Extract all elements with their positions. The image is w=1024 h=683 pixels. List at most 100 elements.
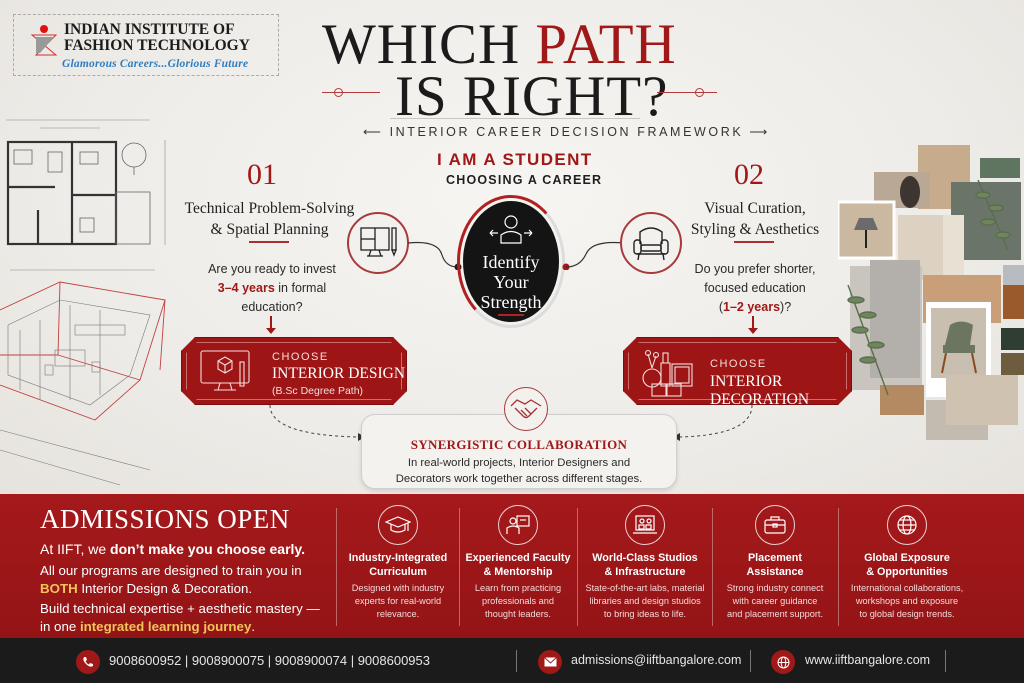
admissions-text: in one integrated learning journey. <box>40 618 320 636</box>
title-highlight: PATH <box>535 13 677 76</box>
feature-desc-line: International collaborations, <box>850 583 964 593</box>
iift-logo-mark-icon <box>30 25 58 56</box>
choose-label: CHOOSE <box>272 351 329 363</box>
divider <box>336 508 337 626</box>
path-2-title-line1: Visual Curation, <box>704 200 806 217</box>
phone-icon <box>76 650 100 674</box>
admissions-text: Build technical expertise + aesthetic ma… <box>40 601 320 616</box>
admissions-highlight: BOTH <box>40 581 78 596</box>
identify-strength-hub[interactable]: Identify Your Strength <box>463 201 559 322</box>
feature-global-exposure: Global Exposure& Opportunities Internati… <box>842 505 972 621</box>
collaboration-line: Decorators work together across differen… <box>395 473 643 485</box>
feature-desc-line: workshops and exposure <box>855 596 959 606</box>
studio-laptop-icon <box>625 505 665 545</box>
divider <box>712 508 713 626</box>
admissions-text: Interior Design & Decoration. <box>77 581 253 596</box>
hub-line: Your <box>493 272 529 292</box>
feature-desc-line: Designed with industry <box>351 583 445 593</box>
divider <box>838 508 839 626</box>
briefcase-icon <box>755 505 795 545</box>
collaboration-heading: SYNERGISTIC COLLABORATION <box>410 437 628 452</box>
phone-numbers-link[interactable]: 9008600952 | 9008900075 | 9008900074 | 9… <box>109 653 431 668</box>
admissions-heading: ADMISSIONS OPEN <box>40 504 290 534</box>
path-1-question: Are you ready to invest 3–4 years in for… <box>192 260 352 317</box>
feature-desc-line: to bring ideas to life. <box>603 609 687 619</box>
path-1-title-line1: Technical Problem-Solving <box>184 200 355 217</box>
question-line: Do you prefer shorter, <box>694 262 816 276</box>
feature-desc-line: with career guidance <box>732 596 818 606</box>
hub-line: Identify <box>482 252 540 272</box>
cube-monitor-icon <box>198 348 252 398</box>
feature-title-line: & Opportunities <box>866 566 948 578</box>
path-1-number: 01 <box>247 158 277 191</box>
path-1-icon-circle <box>347 212 409 274</box>
decor-vase-frame-icon <box>638 346 698 400</box>
collaboration-text: In real-world projects, Interior Designe… <box>362 455 676 487</box>
subtitle-text: INTERIOR CAREER DECISION FRAMEWORK <box>389 125 744 139</box>
footer-divider <box>750 650 751 672</box>
page-title-line2: IS RIGHT? <box>395 65 669 128</box>
choice-subtitle: (B.Sc Degree Path) <box>272 385 364 397</box>
feature-title-line: & Mentorship <box>483 566 553 578</box>
feature-desc-line: professionals and <box>481 596 554 606</box>
title-deco-right-dot <box>695 88 704 97</box>
dashed-connector-left <box>269 405 365 441</box>
question-text: )? <box>780 300 792 314</box>
page-title-line1: WHICH PATH <box>322 16 677 74</box>
feature-title: Global Exposure& Opportunities <box>842 551 972 579</box>
logo-tagline: Glamorous Careers...Glorious Future <box>62 58 249 70</box>
box-inset-border <box>186 342 402 400</box>
path-1-divider <box>249 241 289 243</box>
choose-interior-decoration-button[interactable]: CHOOSE INTERIOR DECORATION <box>623 337 852 405</box>
contact-footer: 9008600952 | 9008900075 | 9008900074 | 9… <box>0 638 1024 683</box>
admissions-text: . <box>251 619 256 634</box>
feature-desc-line: to global design trends. <box>859 609 955 619</box>
email-icon <box>538 650 562 674</box>
feature-desc-line: experts for real-world <box>354 596 442 606</box>
person-arrows-icon <box>489 215 533 244</box>
path-1-title-line2: & Spatial Planning <box>210 221 329 238</box>
path-2-arrow-icon <box>748 316 758 334</box>
floor-plan-sketch-illustration <box>0 119 166 486</box>
feature-title-line: Placement <box>747 552 802 564</box>
admissions-text: in one <box>40 619 80 634</box>
title-text: WHICH <box>322 13 536 76</box>
question-text: in formal <box>274 281 327 295</box>
feature-desc-line: State-of-the-art labs, material <box>585 583 705 593</box>
feature-desc-line: relevance. <box>376 609 420 619</box>
email-link[interactable]: admissions@iiftbangalore.com <box>571 653 742 667</box>
feature-title-line: World-Class Studios <box>592 552 698 564</box>
hub-line: Strength <box>480 292 542 312</box>
logo-name-line2: FASHION TECHNOLOGY <box>64 37 250 54</box>
admissions-text: BOTH Interior Design & Decoration. <box>40 580 302 598</box>
hub-underline <box>498 314 524 316</box>
choice-title: INTERIOR DESIGN <box>272 365 406 382</box>
iift-logo[interactable]: INDIAN INSTITUTE OF FASHION TECHNOLOGY G… <box>13 14 279 76</box>
feature-title-line: Industry-Integrated <box>348 552 448 564</box>
path-1-arrow-icon <box>266 316 276 334</box>
logo-name-line1: INDIAN INSTITUTE OF <box>64 21 235 38</box>
title-deco-right <box>657 92 717 93</box>
feature-desc: International collaborations, workshops a… <box>842 582 972 621</box>
logo-name: INDIAN INSTITUTE OF FASHION TECHNOLOGY <box>64 22 250 54</box>
collaboration-line: In real-world projects, Interior Designe… <box>407 457 631 469</box>
feature-title: Experienced Faculty& Mentorship <box>462 551 574 579</box>
path-2-number: 02 <box>734 158 764 191</box>
feature-desc-line: thought leaders. <box>485 609 551 619</box>
student-heading: I AM A STUDENT <box>437 150 593 169</box>
admissions-line-1: At IIFT, we don’t make you choose early. <box>40 540 305 558</box>
footer-divider <box>516 650 517 672</box>
title-deco-left-dot <box>334 88 343 97</box>
page-subtitle: ⟵ INTERIOR CAREER DECISION FRAMEWORK ⟶ <box>363 125 770 139</box>
choose-interior-design-button[interactable]: CHOOSE INTERIOR DESIGN (B.Sc Degree Path… <box>181 337 407 405</box>
hub-text: Identify Your Strength <box>463 252 559 312</box>
choose-label: CHOOSE <box>710 358 767 370</box>
website-link[interactable]: www.iiftbangalore.com <box>805 653 931 667</box>
feature-desc-line: and placement support. <box>726 609 824 619</box>
question-line: education? <box>241 300 303 314</box>
